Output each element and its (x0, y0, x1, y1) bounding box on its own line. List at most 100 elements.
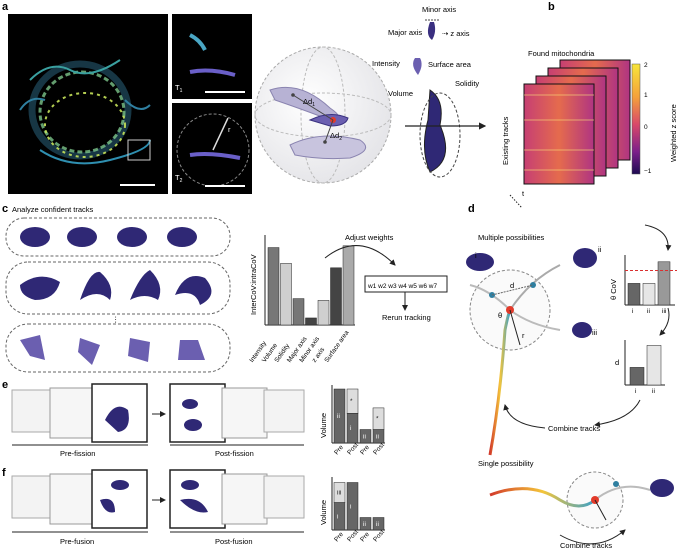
single-label: Single possibility (478, 459, 534, 468)
combine-2: Combine tracks (560, 541, 612, 550)
d1-tick-0: i (632, 308, 633, 315)
d2-ylabel: d (615, 358, 619, 367)
post-fission: Post-fission (215, 449, 254, 458)
e-seg-label-2-0: ii (363, 433, 366, 440)
panel-c-title: Analyze confident tracks (12, 205, 94, 214)
r-label-a: r (228, 125, 231, 134)
d1-ylabel: θ CoV (609, 279, 618, 300)
c-bar-3 (305, 317, 317, 326)
solidity-label: Solidity (455, 79, 479, 88)
e-seg-label-3-0: ii (376, 433, 379, 440)
e-tick-1: Post (346, 442, 360, 457)
weights-box (364, 275, 448, 293)
weights-row: w1 w2 w3 w4 w5 w6 w7 (367, 283, 437, 290)
d-arrow-2 (659, 307, 670, 336)
pre-fission: Pre-fission (60, 449, 95, 458)
heatmap-ylabel: Existing tracks (501, 116, 510, 165)
c-bar-5 (330, 267, 342, 326)
f-seg-label-2-0: ii (363, 521, 366, 528)
f-bar-3-0 (372, 517, 385, 531)
multiple-label: Multiple possibilities (478, 233, 545, 242)
panel-d-letter: d (468, 203, 475, 215)
e-tick-3: Post (372, 442, 386, 457)
d1-tick-1: ii (647, 308, 650, 315)
panel-f-letter: f (2, 467, 6, 479)
c-bar-6 (342, 245, 355, 326)
panel-c-letter: c (2, 203, 8, 215)
f-ylabel: Volume (319, 500, 328, 525)
f-tick-1: Post (346, 529, 360, 544)
d-iii-label: iii (592, 328, 597, 337)
d-r-label: r (522, 331, 525, 340)
e-tick-2: Pre (359, 444, 371, 457)
c-bar-4 (317, 300, 330, 326)
adjust-weights: Adjust weights (345, 233, 394, 242)
colorbar (631, 63, 641, 175)
surface-area-label: Surface area (428, 60, 472, 69)
z-axis-label: ⇢ z axis (442, 29, 470, 38)
major-axis-label: Major axis (388, 28, 422, 37)
e-bar-0-0 (333, 388, 346, 444)
d1-bar-2 (657, 261, 671, 306)
fission-frames (11, 383, 305, 446)
minor-axis-label: Minor axis (422, 5, 456, 14)
c-bar-0 (267, 247, 280, 326)
d2-bar-0 (629, 367, 645, 386)
rerun-label: Rerun tracking (382, 313, 431, 322)
inset-t1 (172, 14, 252, 99)
inset-t2 (172, 103, 252, 194)
d-d-label: d (510, 281, 514, 290)
f-seg-label-3-0: ii (376, 521, 379, 528)
e-ylabel: Volume (319, 413, 328, 438)
f-tick-0: Pre (333, 531, 345, 544)
f-tick-3: Post (372, 529, 386, 544)
f-tick-2: Pre (359, 531, 371, 544)
heatmap-xlabel: t (522, 189, 525, 198)
single-diagram (489, 471, 674, 529)
d1-bar-0 (627, 283, 641, 306)
c-tick-6: Surface area (323, 329, 350, 364)
heatmap-title: Found mitochondria (528, 49, 595, 58)
combine-1: Combine tracks (548, 424, 600, 433)
multiple-diagram (466, 248, 597, 456)
d2-bar-1 (646, 345, 662, 386)
f-bar-2-0 (359, 517, 372, 531)
e-bar-1-0 (346, 413, 359, 444)
e-bar-2-0 (359, 429, 372, 444)
d-arrow-1 (644, 224, 672, 251)
d-arrow-3 (594, 399, 641, 428)
feature-icons (413, 19, 461, 178)
c-ylabel: InterCoV:intraCoV (249, 254, 258, 315)
e-bar-1-1 (346, 388, 359, 414)
e-seg-label-1-0: i (350, 425, 351, 432)
volume-label: Volume (388, 89, 413, 98)
t1-label: T1 (175, 83, 183, 94)
d2-tick-1: ii (652, 388, 655, 395)
c-bar-2 (292, 298, 305, 326)
d2-tick-0: i (635, 388, 636, 395)
t2-label: T2 (175, 173, 183, 184)
e-tick-0: Pre (333, 444, 345, 457)
d-theta-label: θ (498, 311, 502, 320)
colorbar-label: Weighted z score (669, 104, 678, 162)
panel-e-letter: e (2, 379, 8, 391)
post-fusion: Post-fusion (215, 537, 253, 546)
f-bar-0-1 (333, 482, 346, 503)
f-bar-1-0 (346, 482, 359, 531)
colorbar-tick-2: 0 (644, 124, 648, 131)
delta-d2: Δd2 (330, 131, 342, 142)
fusion-frames (11, 469, 305, 533)
heatmap-stack (509, 59, 631, 209)
d-i-label: i (475, 251, 477, 260)
panel-b-letter: b (548, 1, 555, 13)
colorbar-tick-0: 2 (644, 62, 648, 69)
adjust-arrow (324, 245, 396, 266)
f-bar-0-0 (333, 502, 346, 531)
f-seg-label-0-1: iii (337, 490, 341, 497)
track-rows: ⋮ (5, 217, 231, 373)
track-dots: ⋮ (112, 315, 120, 324)
c-bar-1 (280, 263, 292, 326)
f-seg-label-0-0: i (337, 513, 338, 520)
e-seg-label-0-0: ii (337, 413, 340, 420)
